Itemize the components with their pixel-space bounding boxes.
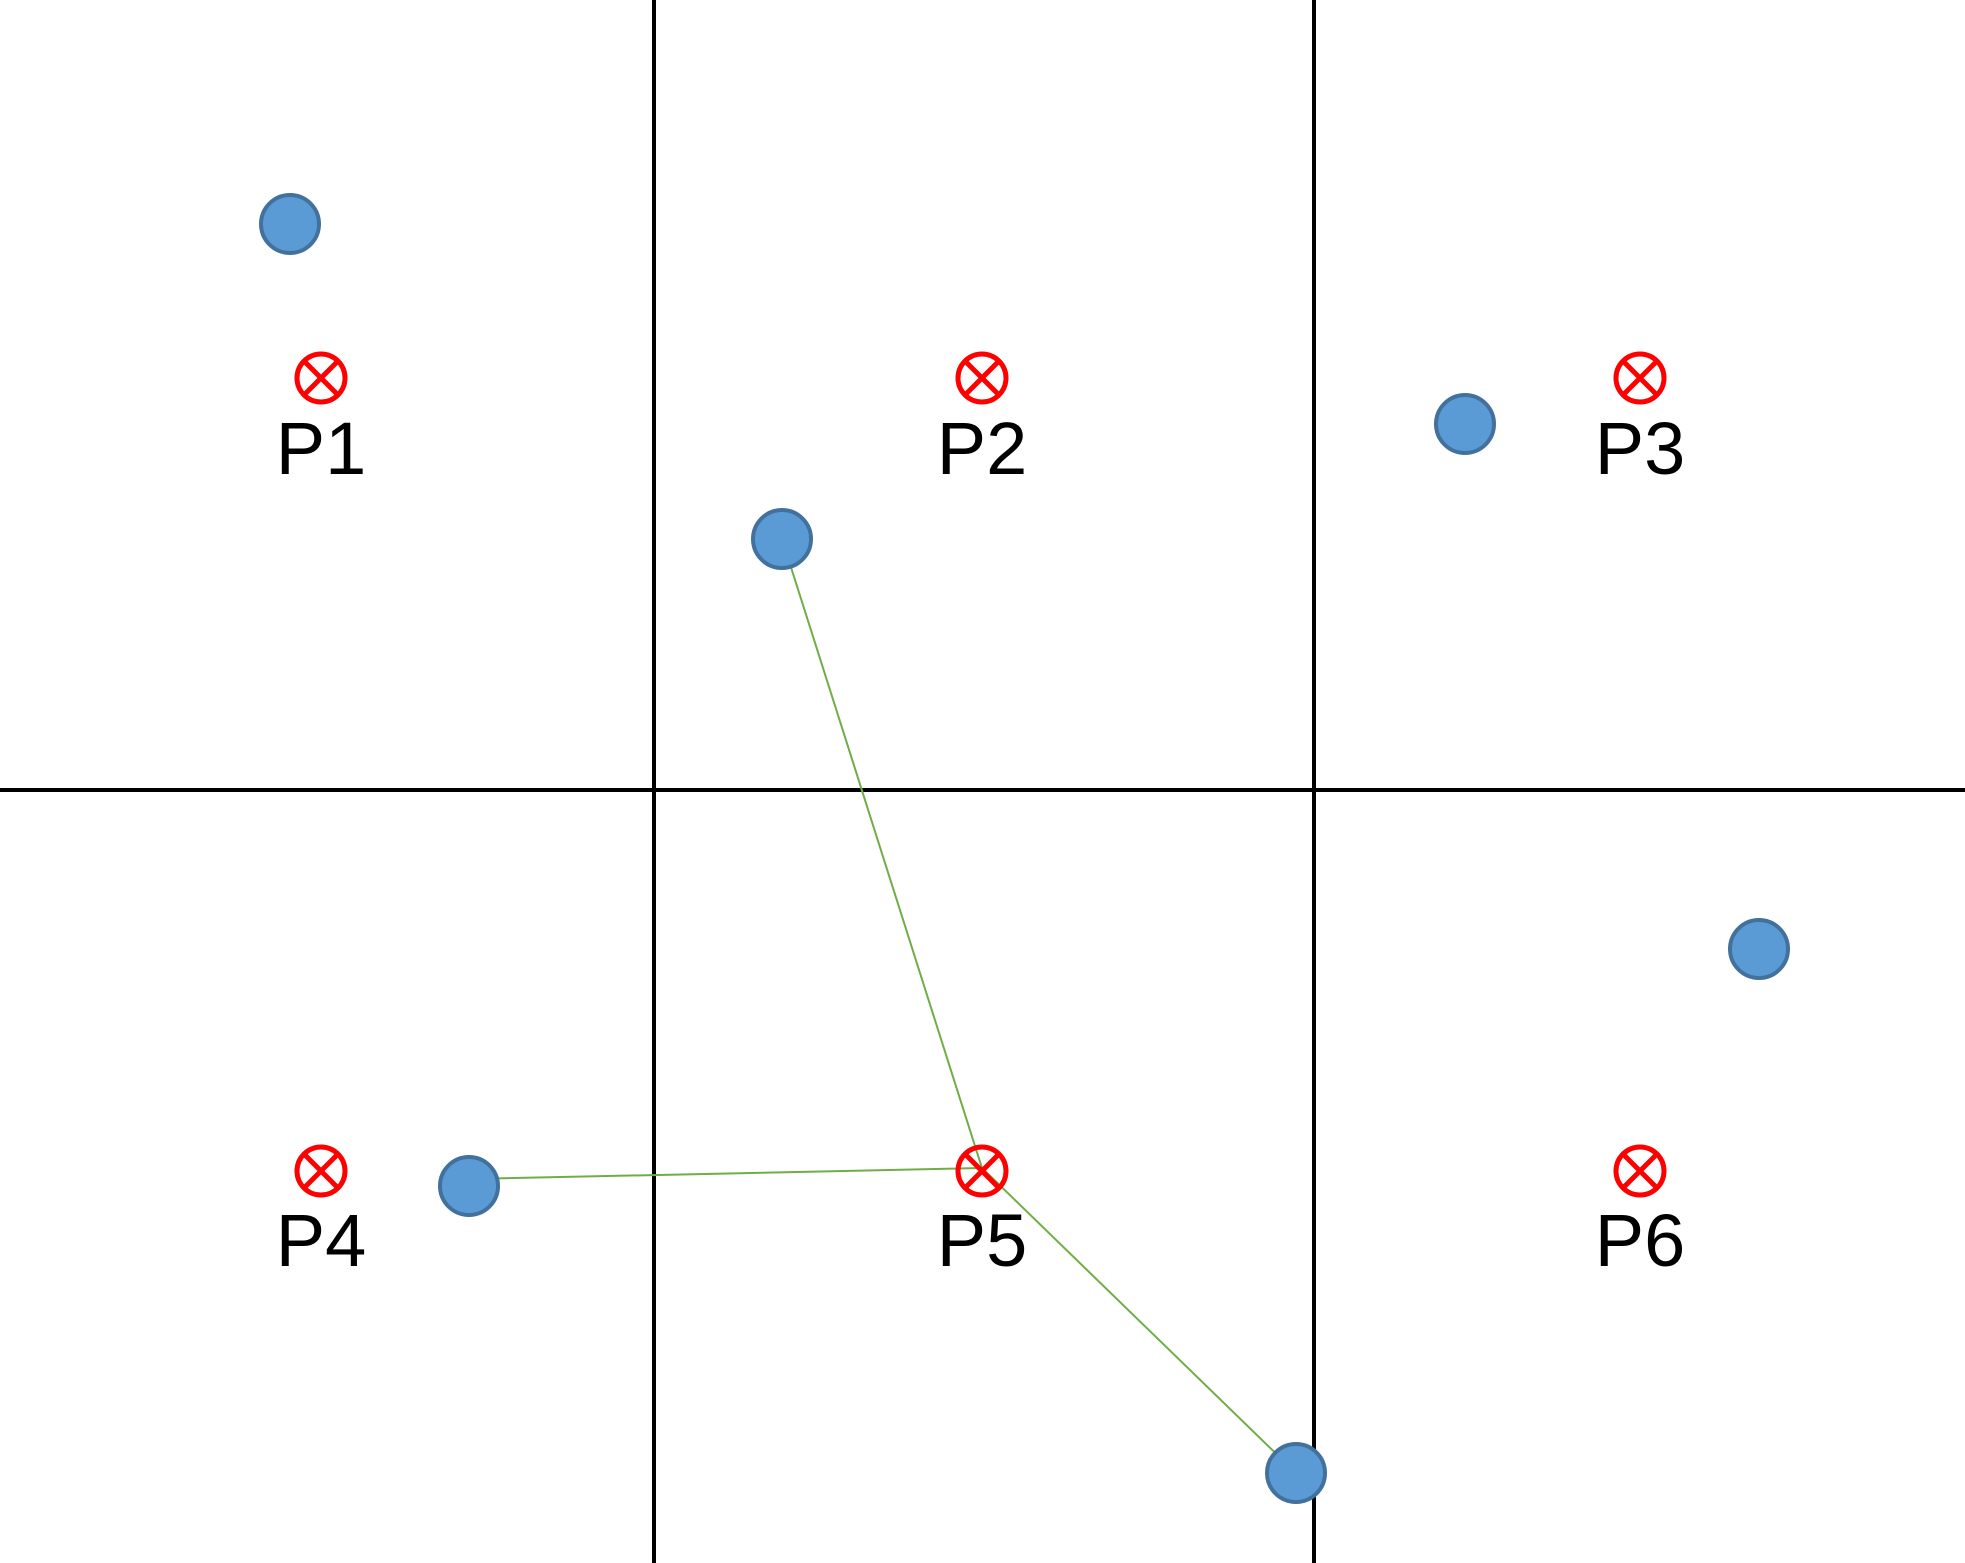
cell-label-p6: P6 [1595, 1199, 1686, 1282]
cell-label-p1: P1 [276, 407, 367, 490]
link-line-p5-to-point-6 [981, 1167, 1297, 1474]
circled-times-icon [955, 1144, 1009, 1198]
sample-point-icon [1434, 393, 1496, 455]
link-line-p5-to-point-3 [781, 538, 983, 1169]
sample-point-icon [438, 1155, 500, 1217]
sample-point-icon [1728, 918, 1790, 980]
circled-times-icon [294, 351, 348, 405]
circled-times-icon [294, 1144, 348, 1198]
cell-label-p3: P3 [1595, 407, 1686, 490]
cell-markers [294, 351, 1667, 1198]
link-line-p5-to-point-4 [468, 1167, 983, 1180]
cell-label-p2: P2 [937, 407, 1028, 490]
link-lines [468, 538, 1297, 1474]
circled-times-icon [1613, 1144, 1667, 1198]
sample-point-icon [1265, 1442, 1327, 1504]
cell-label-p5: P5 [937, 1199, 1028, 1282]
cell-labels: P1 P2 P3 P4 P5 P6 [276, 407, 1686, 1282]
circled-times-icon [1613, 351, 1667, 405]
sample-point-icon [751, 508, 813, 570]
cell-label-p4: P4 [276, 1199, 367, 1282]
sample-points [259, 193, 1790, 1504]
circled-times-icon [955, 351, 1009, 405]
sample-point-icon [259, 193, 321, 255]
